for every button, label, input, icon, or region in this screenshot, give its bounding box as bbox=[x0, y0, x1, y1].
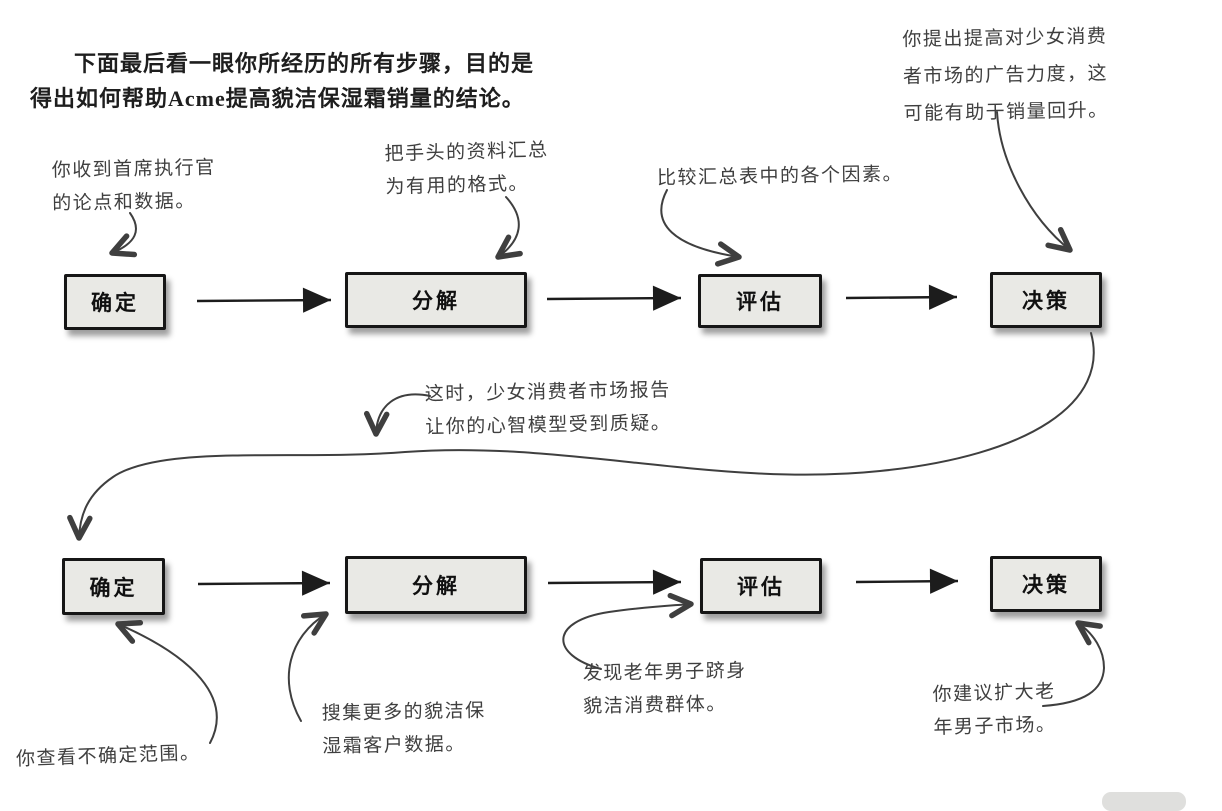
step-box-define-1: 确定 bbox=[64, 274, 166, 330]
step-label: 决策 bbox=[1022, 573, 1070, 597]
annotation-compare-factors: 比较汇总表中的各个因素。 bbox=[656, 162, 904, 190]
step-box-evaluate-2: 评估 bbox=[700, 558, 822, 614]
flow-arrow-icon bbox=[546, 285, 682, 311]
step-box-disassemble-1: 分解 bbox=[345, 272, 527, 328]
annotation-summarize-data: 把手头的资料汇总 为有用的格式。 bbox=[384, 138, 549, 199]
step-box-evaluate-1: 评估 bbox=[698, 274, 822, 328]
step-label: 分解 bbox=[412, 574, 460, 598]
annotation-teen-ad-proposal: 你提出提高对少女消费 者市场的广告力度，这 可能有助于销量回升。 bbox=[902, 25, 1109, 125]
step-label: 确定 bbox=[91, 291, 139, 315]
annotation-ceo-claims: 你收到首席执行官 的论点和数据。 bbox=[51, 156, 216, 215]
flow-arrow-icon bbox=[197, 570, 331, 596]
step-box-define-2: 确定 bbox=[62, 558, 165, 615]
intro-paragraph: 下面最后看一眼你所经历的所有步骤，目的是得出如何帮助Acme提高貌洁保湿霜销量的… bbox=[30, 51, 535, 112]
step-label: 分解 bbox=[412, 289, 460, 313]
step-label: 确定 bbox=[89, 575, 138, 600]
page-corner-smudge bbox=[1102, 792, 1186, 811]
step-label: 评估 bbox=[737, 575, 785, 599]
collect-data-arrow-icon bbox=[287, 611, 329, 722]
compare-factors-arrow-icon bbox=[660, 189, 742, 267]
uncertainty-arrow-icon bbox=[115, 620, 218, 744]
step-box-decide-2: 决策 bbox=[990, 556, 1102, 612]
annotation-expand-old-men-market: 你建议扩大老 年男子市场。 bbox=[932, 680, 1057, 739]
annotation-uncertainty-range: 你查看不确定范围。 bbox=[15, 741, 201, 771]
summarize-data-arrow-icon bbox=[495, 196, 523, 260]
annotation-mental-model-challenged: 这时，少女消费者市场报告 让你的心智模型受到质疑。 bbox=[424, 378, 672, 439]
step-box-disassemble-2: 分解 bbox=[345, 556, 527, 614]
step-box-decide-1: 决策 bbox=[990, 272, 1102, 328]
flow-arrow-icon bbox=[845, 284, 958, 310]
mental-model-arrow-icon bbox=[363, 393, 431, 437]
annotation-collect-more-data: 搜集更多的貌洁保 湿霜客户数据。 bbox=[321, 699, 486, 758]
step-label: 评估 bbox=[736, 290, 784, 314]
flow-arrow-icon bbox=[855, 568, 959, 594]
flow-arrow-icon bbox=[547, 569, 682, 595]
annotation-old-men-discovery: 发现老年男子跻身 貌洁消费群体。 bbox=[582, 659, 747, 718]
flow-arrow-icon bbox=[196, 287, 332, 313]
step-label: 决策 bbox=[1022, 289, 1070, 313]
teen-ad-arrow-icon bbox=[996, 111, 1073, 253]
